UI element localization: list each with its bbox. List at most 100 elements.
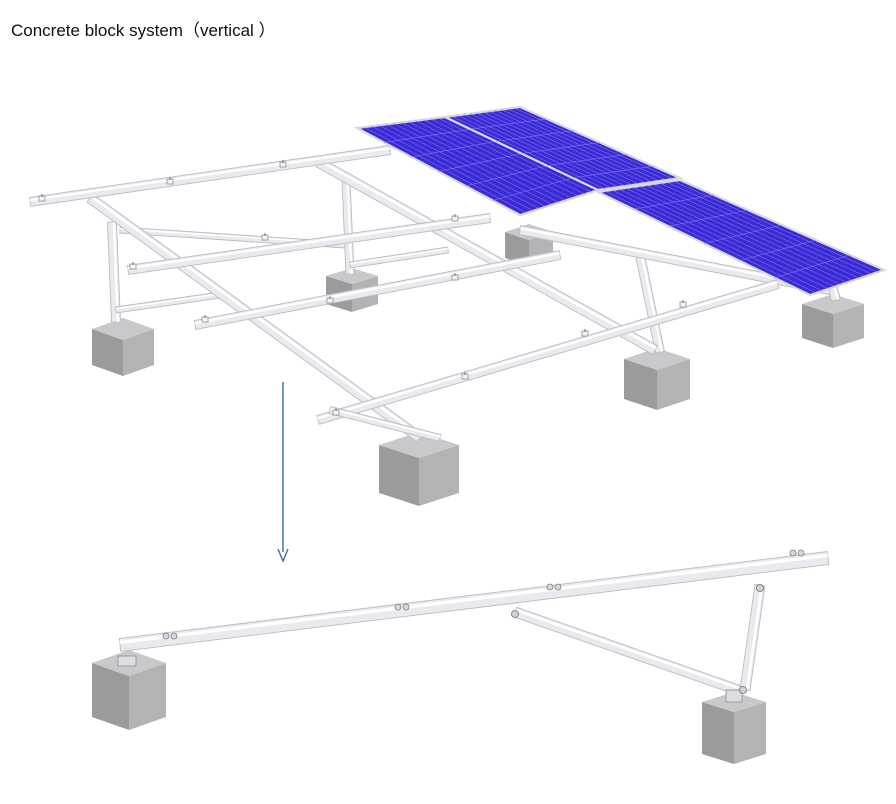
solar-panel [441,105,684,192]
rail-clamp [326,296,334,304]
concrete-block-right-face [129,663,166,730]
bolt [394,603,402,611]
rail-clamp [166,177,174,185]
solar-panel-grid-row [546,154,627,166]
rear-leg [107,221,121,323]
concrete-block-top-face [326,268,378,284]
concrete-block [92,318,154,376]
rear-leg-highlight [640,254,663,352]
purlin-highlight [127,215,490,270]
diagonal-brace [512,606,741,696]
concrete-block-right-face [419,445,459,506]
page-title: Concrete block system（vertical ） [11,21,276,40]
concrete-block-left-face [802,304,833,348]
base-plate [117,655,137,667]
diagonal-brace-highlight [115,293,220,310]
diagonal-brace-highlight [515,608,740,690]
pivot-bolt [739,686,747,694]
solar-panel-grid-row [633,194,715,210]
bolt-pair [546,583,562,591]
solar-panel [353,115,601,217]
solar-panel-grid-row [438,153,522,172]
concrete-block-right-face [123,329,154,376]
bolt [789,549,797,557]
diagonal-brace-body [349,246,449,269]
rear-leg-highlight [346,179,353,274]
sloped-rail-highlight [119,553,828,645]
concrete-block-left-face [92,663,129,730]
solar-panel-grid-row [703,224,783,244]
concrete-block-left-face [702,702,734,764]
purlin-end [328,406,442,442]
bolt [162,632,170,640]
purlin-highlight [317,281,778,420]
sloped-rail-highlight [318,159,657,350]
rail-clamp [332,408,340,416]
solar-panel-grid-row [492,177,573,201]
concrete-block-right-face [657,359,690,410]
bolt [797,549,805,557]
concrete-block [802,294,864,348]
base-plate [725,689,743,703]
solar-panel-grid-row [521,142,601,154]
rail-clamp [129,262,137,270]
detail-connector [277,382,289,563]
diagonal-brace-body [115,291,221,314]
bolt [170,632,178,640]
sloped-rail-body [118,551,830,652]
concrete-block-right-face [734,702,766,764]
concrete-block [702,692,766,764]
rail-clamp [581,329,589,337]
solar-panel-grid-row [465,165,548,187]
rail-clamp [461,372,469,380]
sloped-rail [118,551,830,652]
solar-panel-grid-row [739,239,817,261]
rail-clamp [261,233,269,241]
rear-leg [739,583,766,692]
solar-panel-grid-row [774,254,851,279]
diagonal-brace [349,246,449,269]
full-array-assembly [28,105,888,506]
rear-leg-highlight [745,585,764,691]
rail-clamp [38,194,46,202]
solar-panel-grid-row [495,130,574,142]
purlin-highlight [29,147,390,202]
concrete-block-left-face [379,445,419,506]
solar-panel-grid-row [470,118,547,130]
solar-panel [594,178,888,297]
rail-clamp [679,300,687,308]
bolt-pair [789,549,805,557]
pivot-bolt [511,610,519,618]
down-arrow-icon [277,548,289,563]
bolt-pair [162,632,178,640]
diagonal-brace-highlight [349,248,448,265]
solar-panel-grid-row [572,165,654,179]
purlin-body [126,213,492,275]
purlin [316,279,780,425]
single-bracket-detail [92,549,830,764]
diagonal-brace [115,291,221,314]
concrete-block-top-face [624,348,690,370]
concrete-block [379,432,459,506]
rail-clamp [451,214,459,222]
solar-panel-grid-row [411,141,497,158]
rear-leg-highlight [112,221,119,322]
bolt [546,583,554,591]
rail-clamp [451,273,459,281]
solar-panel-grid-row [384,128,471,143]
purlin-end-highlight [330,407,441,438]
concrete-block-left-face [92,329,123,376]
purlin-highlight [194,252,560,325]
concrete-block-right-face [833,304,864,348]
concrete-block [624,348,690,410]
bolt [554,583,562,591]
bolt [402,603,410,611]
rear-leg [341,179,355,275]
concrete-block-top-face [92,318,154,340]
rear-leg-body [739,583,766,692]
solar-panel-grid-row [668,209,749,227]
concrete-block-top-face [802,294,864,314]
purlin [193,250,562,330]
rail-clamp [279,160,287,168]
